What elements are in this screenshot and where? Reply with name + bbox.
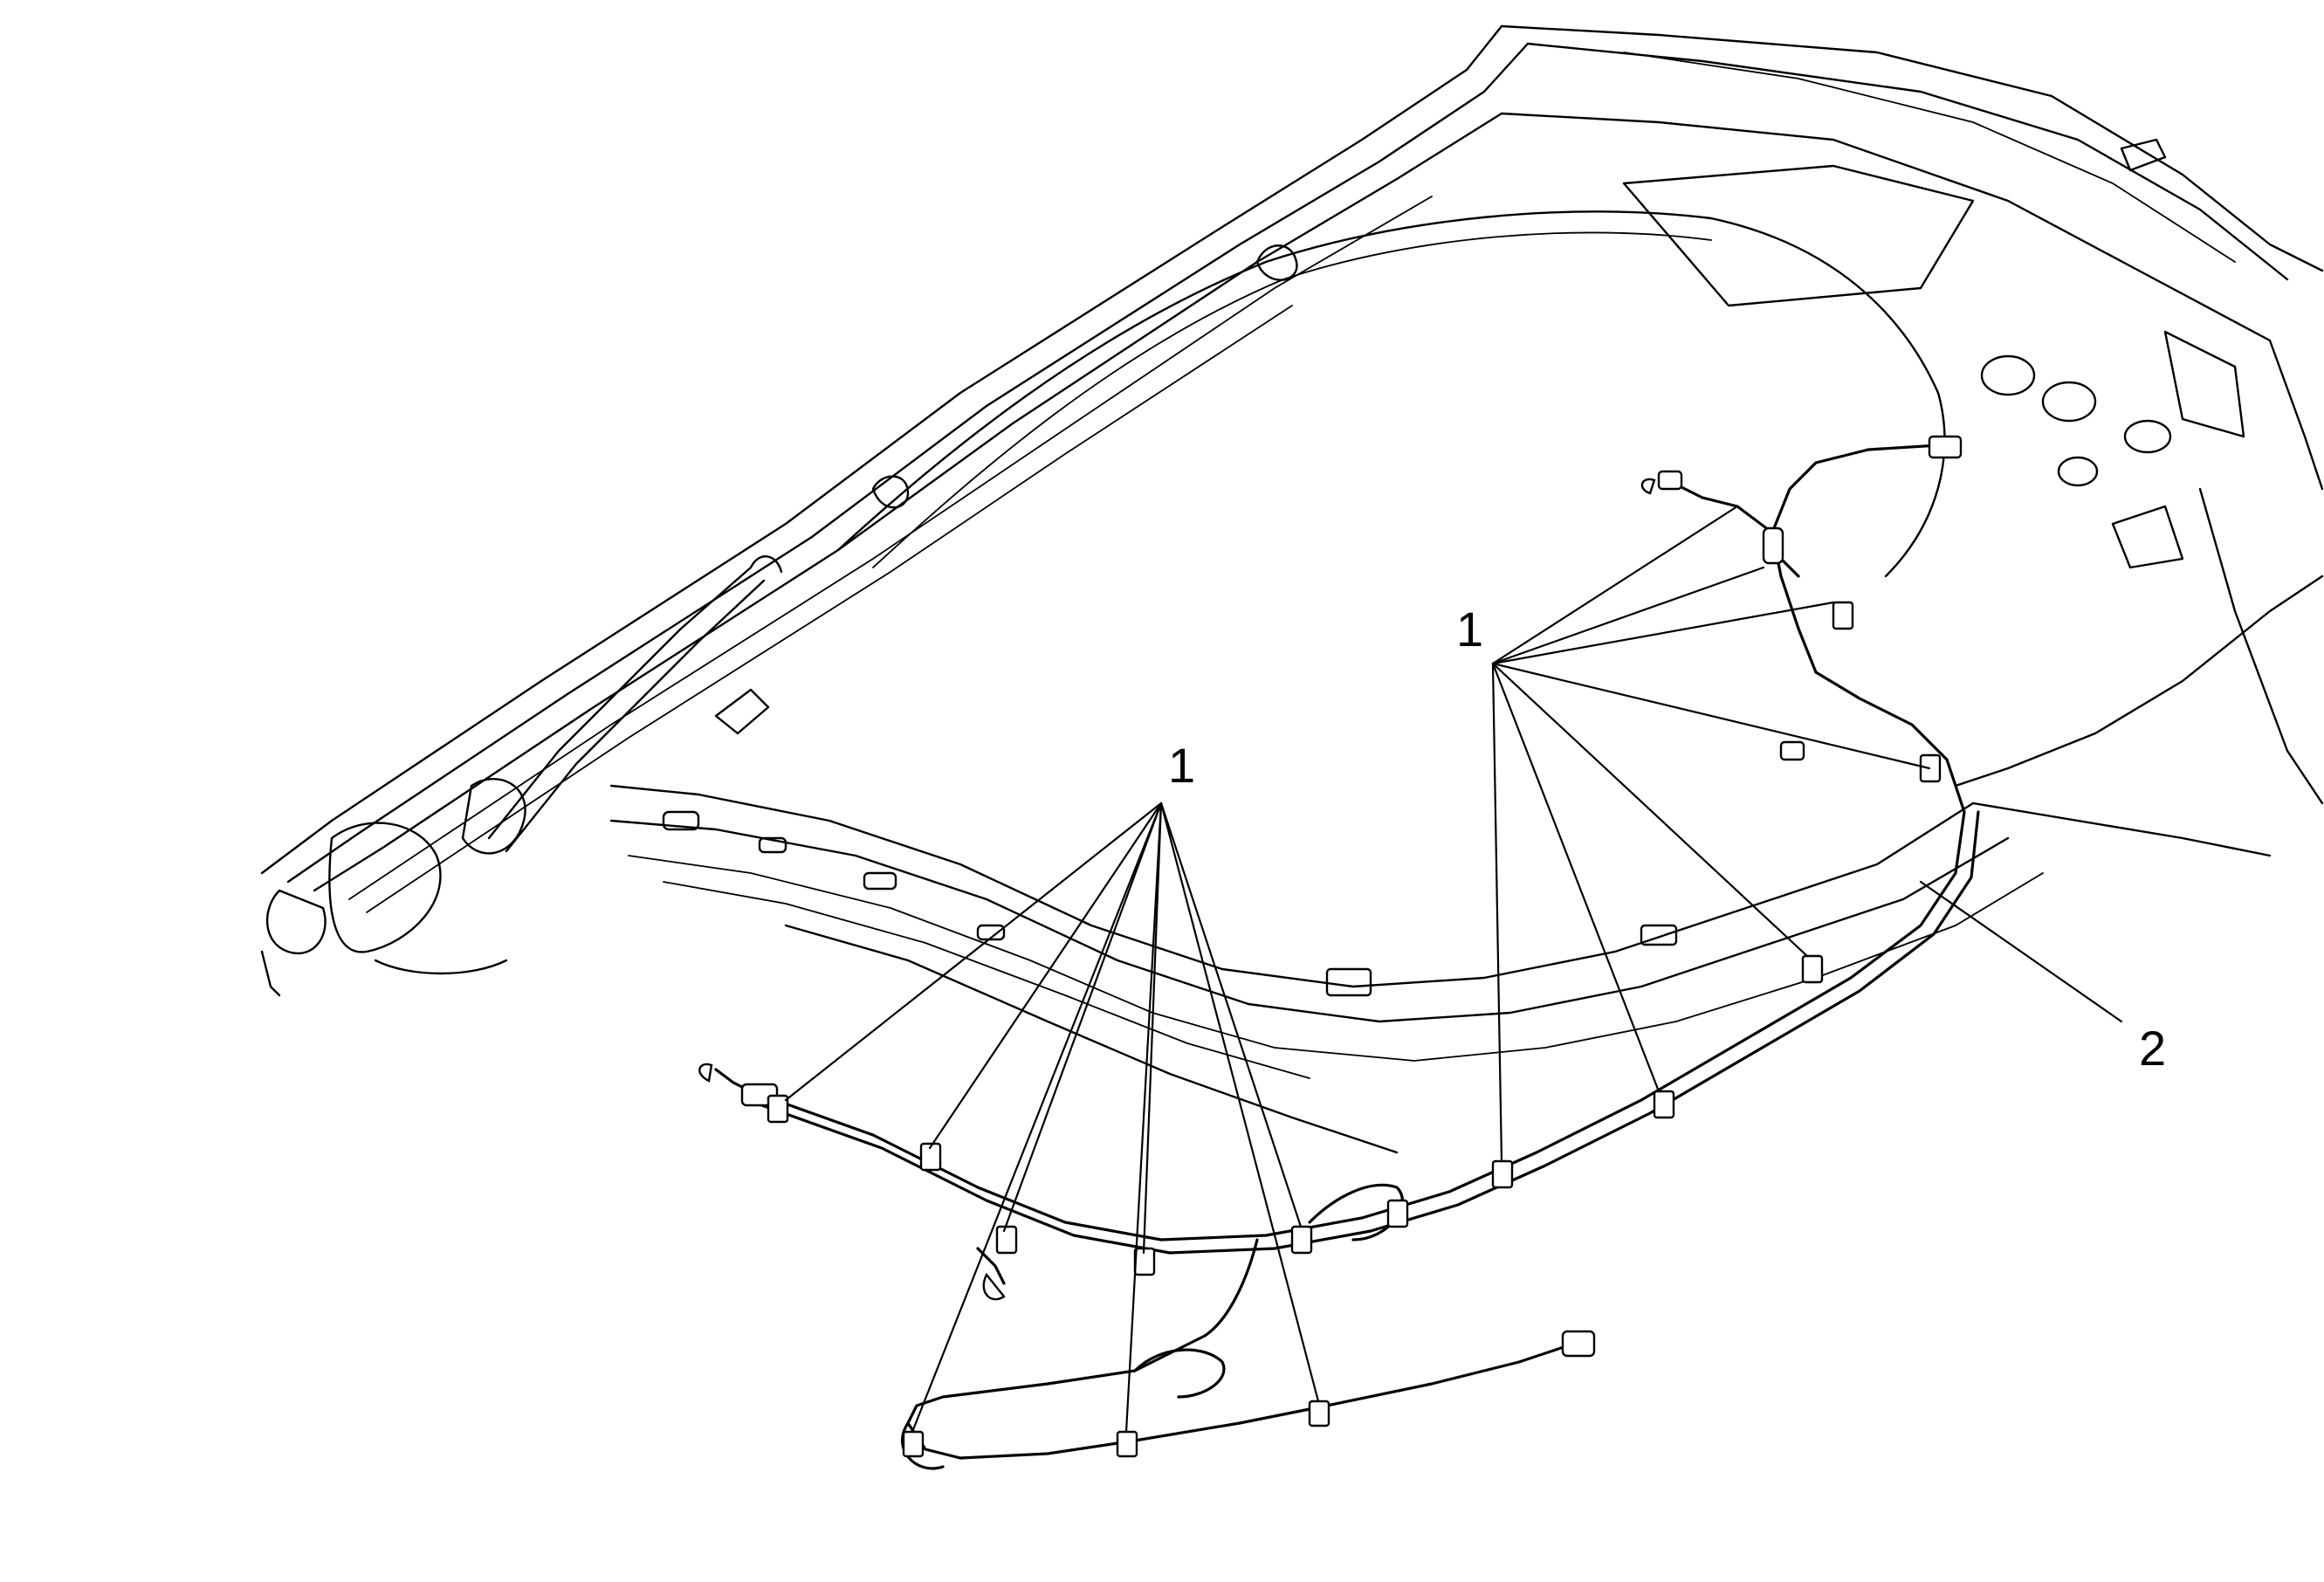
vehicle-body-outline [260,24,2324,1154]
roof-wiring-harness [698,435,1980,1470]
callout-label-rear-clips: 1 [1456,602,1483,657]
callout-leaders [784,505,2123,1434]
callout-label-harness: 2 [2139,1021,2166,1076]
callout-label-front-clips: 1 [1168,738,1195,793]
